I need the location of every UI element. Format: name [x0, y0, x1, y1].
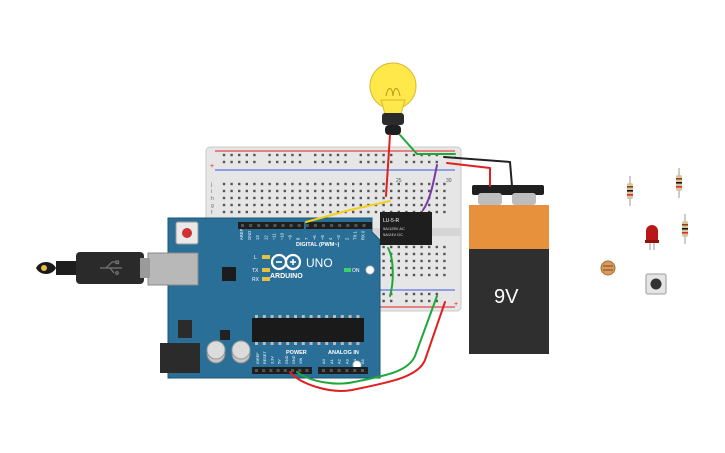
power-pin-label: IOREF — [256, 352, 260, 364]
led-rx — [262, 277, 270, 281]
battery-9v: 9V — [469, 185, 549, 354]
digital-pin-label: ~3 — [336, 235, 341, 240]
battery-voltage-label: 9V — [494, 286, 519, 308]
usb-port — [147, 252, 199, 286]
wire-battery-positive — [446, 162, 491, 187]
wire-battery-negative — [443, 156, 513, 187]
digital-pin-label: 8 — [296, 237, 301, 240]
digital-pin-label: 12 — [263, 235, 268, 240]
relay-label: LU-5-R — [383, 218, 400, 224]
rail-plus-label-bottom: + — [454, 301, 458, 308]
digital-label: DIGITAL (PWM~) — [296, 242, 340, 248]
model-label: UNO — [306, 256, 333, 270]
digital-pin-label: ~9 — [288, 235, 293, 240]
digital-pin-label: ~5 — [320, 235, 325, 240]
power-pin-label: VIN — [299, 357, 303, 364]
power-pin-label: 5V — [278, 359, 282, 364]
resistor — [682, 214, 688, 244]
usb-chip — [222, 267, 236, 281]
power-header — [252, 367, 312, 374]
reset-button-cap — [182, 228, 192, 238]
digital-pin-label: ~6 — [312, 235, 317, 240]
pushbutton — [645, 273, 667, 295]
on-label: ON — [352, 268, 360, 274]
analog-pin-label: A5 — [360, 358, 365, 364]
power-pin-label: RESET — [263, 351, 267, 364]
mounting-hole — [365, 265, 375, 275]
analog-pin-label: A0 — [321, 358, 326, 364]
digital-pin-label: RX 0 — [361, 230, 366, 240]
wire-bulb-to-rail — [399, 134, 456, 155]
relay-body — [380, 212, 432, 245]
voltage-regulator — [178, 320, 192, 338]
analog-pin-label: A2 — [337, 358, 342, 364]
led-tx — [262, 268, 270, 272]
usb-icon — [100, 260, 122, 275]
power-pin-label: 3.3V — [270, 356, 274, 364]
col-number-30: 30 — [446, 178, 452, 184]
digital-pin-label: GND — [247, 231, 252, 240]
relay-spec-1: 5A/125V AC — [383, 226, 405, 231]
rail-plus-label: + — [210, 163, 214, 170]
relay-spec-2: 5A/24V DC — [383, 232, 403, 237]
led-l-label: L — [254, 255, 257, 261]
battery-terminal-positive — [512, 193, 536, 205]
microcontroller-chip — [252, 318, 364, 342]
led-l — [262, 255, 270, 259]
led-red — [645, 225, 659, 250]
wires — [289, 134, 513, 392]
col-number-25: 25 — [396, 178, 402, 184]
digital-pin-label: TX 1 — [352, 230, 357, 240]
power-pin-label: GND — [292, 355, 296, 364]
digital-pin-label: 7 — [304, 237, 309, 240]
digital-pin-label: 4 — [328, 237, 333, 240]
wire-green-breadboard — [387, 247, 394, 297]
battery-label-band — [469, 205, 549, 249]
brand-label: ARDUINO — [270, 273, 303, 280]
light-bulb — [369, 62, 417, 135]
power-label: POWER — [286, 350, 307, 356]
wire-bulb-to-relay — [385, 134, 391, 197]
analog-pin-label: A4 — [352, 358, 357, 364]
wire-signal-yellow — [305, 200, 391, 223]
photoresistor — [600, 260, 616, 276]
chip-pins — [255, 315, 360, 345]
battery-terminal-negative — [478, 193, 502, 205]
digital-header-left — [238, 222, 304, 229]
usb-cable — [36, 252, 150, 284]
on-led — [344, 268, 351, 272]
row-letter: f — [211, 210, 213, 216]
analog-header — [318, 367, 368, 374]
wire-gnd — [296, 295, 438, 385]
power-pin-label: GND — [285, 355, 289, 364]
dc-power-jack — [160, 343, 200, 373]
led-rx-label: RX — [252, 277, 260, 283]
analog-label: ANALOG IN — [328, 350, 359, 356]
wire-purple — [422, 164, 438, 211]
analog-pin-label: A3 — [344, 358, 349, 364]
bulb-base — [382, 113, 404, 125]
resistor — [627, 176, 633, 206]
row-letter: g — [211, 203, 214, 209]
digital-pin-label: ~11 — [271, 233, 276, 240]
analog-pin-label: A1 — [329, 358, 334, 364]
row-letter: j — [210, 182, 212, 188]
digital-pin-label: 2 — [344, 237, 349, 240]
digital-pin-label: ~10 — [280, 232, 285, 240]
digital-pin-label: AREF — [239, 228, 244, 240]
row-letter: i — [211, 189, 212, 195]
battery-body — [469, 249, 549, 354]
resistor — [676, 168, 682, 198]
led-tx-label: TX — [252, 268, 259, 274]
row-letter: h — [211, 196, 214, 202]
arduino-logo-icon — [270, 253, 302, 271]
digital-pin-label: 13 — [255, 235, 260, 240]
wire-5v — [289, 301, 446, 392]
relay: LU-5-R 5A/125V AC 5A/24V DC — [380, 212, 432, 245]
